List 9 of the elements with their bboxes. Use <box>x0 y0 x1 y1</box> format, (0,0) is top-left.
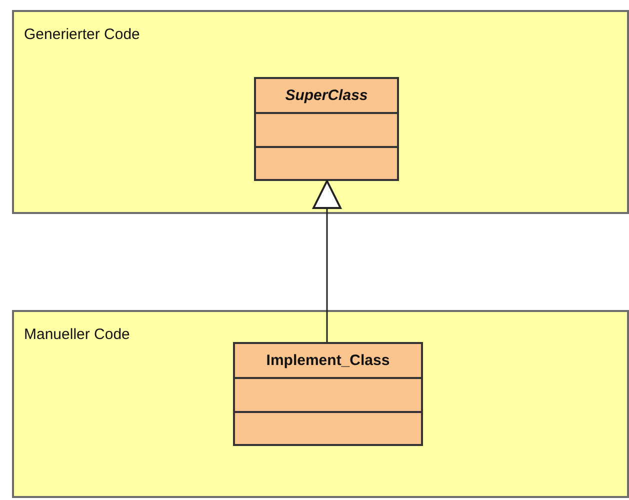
package-frame <box>12 10 629 214</box>
class-box <box>233 342 423 446</box>
class-name: SuperClass <box>285 87 368 104</box>
package-frame <box>12 310 629 498</box>
inheritance-arrow <box>312 180 342 342</box>
class-box <box>254 77 399 181</box>
package-label: Manueller Code <box>24 326 130 343</box>
package-label: Generierter Code <box>24 26 140 43</box>
class-name: Implement_Class <box>266 352 390 369</box>
